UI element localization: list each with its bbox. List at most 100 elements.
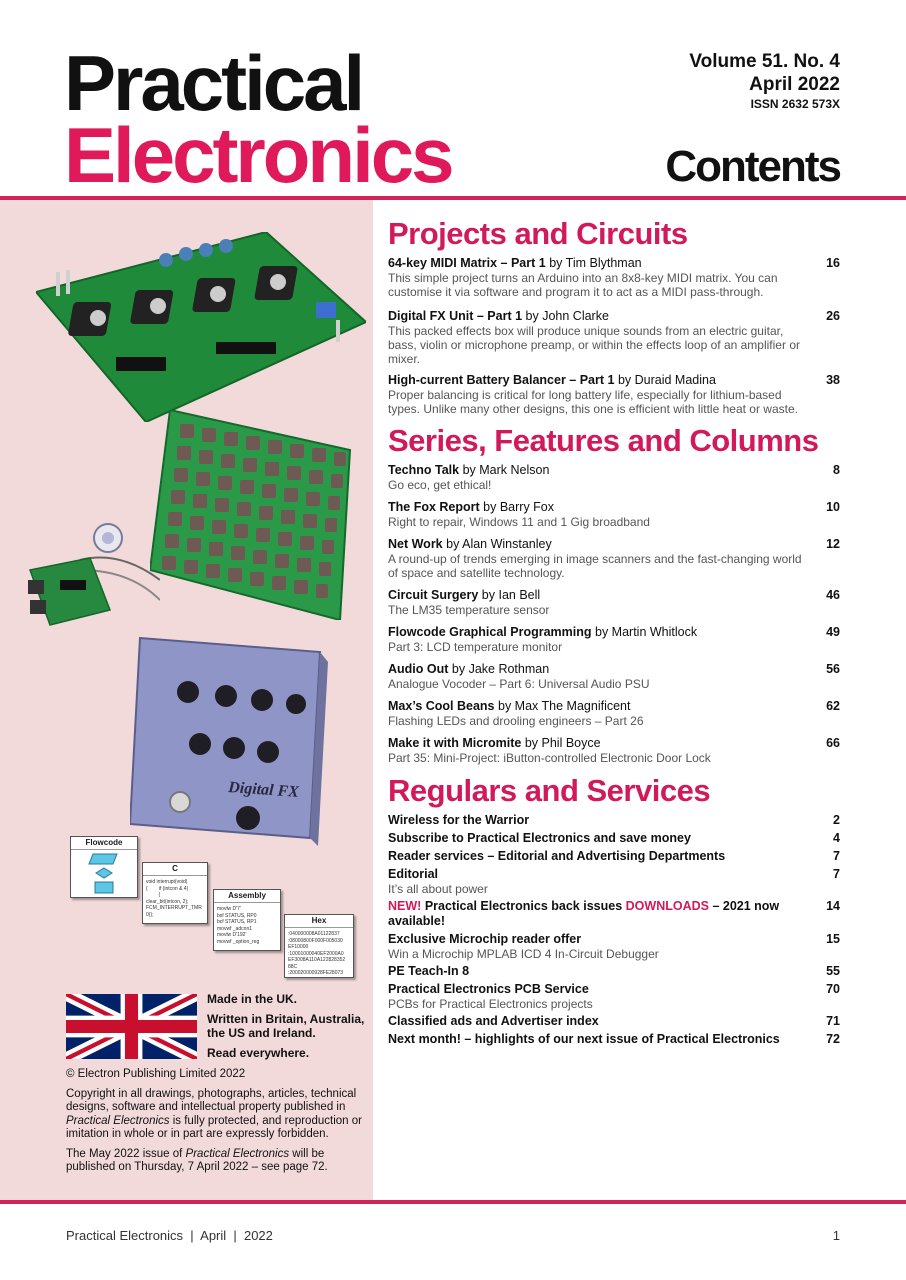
- entry-description: Go eco, get ethical!: [388, 478, 492, 492]
- entry-description: PCBs for Practical Electronics projects: [388, 997, 593, 1011]
- contents-panel: [373, 200, 906, 1200]
- entry-description: It’s all about power: [388, 882, 488, 896]
- issue-date: April 2022: [749, 74, 840, 95]
- entry-page-number: 49: [826, 625, 840, 639]
- entry-author: by Duraid Madina: [617, 373, 716, 387]
- entry-title: Circuit Surgery by Ian Bell: [388, 588, 541, 602]
- entry-title: Audio Out by Jake Rothman: [388, 662, 550, 676]
- entry-title: Next month! – highlights of our next iss…: [388, 1032, 780, 1046]
- issn: ISSN 2632 573X: [750, 97, 840, 111]
- entry-title: Flowcode Graphical Programming by Martin…: [388, 625, 698, 639]
- toc-entry[interactable]: NEW! Practical Electronics back issues D…: [388, 899, 840, 929]
- entry-title: Classified ads and Advertiser index: [388, 1014, 599, 1028]
- entry-page-number: 15: [826, 932, 840, 946]
- entry-title: Wireless for the Warrior: [388, 813, 530, 827]
- entry-page-number: 14: [826, 899, 840, 913]
- entry-page-number: 38: [826, 373, 840, 387]
- contents-title: Contents: [665, 142, 842, 191]
- entry-title: Net Work by Alan Winstanley: [388, 537, 552, 551]
- entry-page-number: 7: [833, 867, 840, 881]
- entry-page-number: 2: [833, 813, 840, 827]
- toc-entry[interactable]: Flowcode Graphical Programming by Martin…: [388, 625, 840, 654]
- entry-title: High-current Battery Balancer – Part 1 b…: [388, 373, 716, 387]
- entry-page-number: 72: [826, 1032, 840, 1046]
- entry-page-number: 12: [826, 537, 840, 551]
- toc-entry[interactable]: High-current Battery Balancer – Part 1 b…: [388, 373, 840, 416]
- table-of-contents: Projects and Circuits 64-key MIDI Matrix …: [388, 216, 840, 1050]
- made-in-line2: Written in Britain, Australia, the US an…: [207, 1012, 365, 1040]
- entry-author: by Martin Whitlock: [595, 625, 698, 639]
- entry-description: Part 3: LCD temperature monitor: [388, 640, 563, 654]
- entry-page-number: 26: [826, 309, 840, 323]
- c-code-box: C void interrupt(void) { if (intcon & 4)…: [142, 862, 208, 924]
- hex-label: Hex: [285, 915, 353, 928]
- section-heading: Projects and Circuits: [388, 216, 688, 251]
- entry-author: by Jake Rothman: [451, 662, 550, 676]
- c-code: void interrupt(void) { if (intcon & 4) {…: [146, 879, 202, 918]
- toc-entry[interactable]: Digital FX Unit – Part 1 by John Clarke 2…: [388, 309, 840, 366]
- hex-code: :040000008A01122837 :08000800F000F005030…: [288, 931, 346, 976]
- made-in-line3: Read everywhere.: [207, 1046, 310, 1060]
- flowcode-box: Flowcode: [70, 836, 138, 898]
- entry-page-number: 8: [833, 463, 840, 477]
- entry-page-number: 66: [826, 736, 840, 750]
- entry-author: by Max The Magnificent: [498, 699, 631, 713]
- entry-description: Proper balancing is critical for long ba…: [388, 388, 798, 416]
- assembly-label: Assembly: [214, 890, 280, 903]
- toc-entry[interactable]: Wireless for the Warrior 2: [388, 813, 840, 828]
- toc-entry[interactable]: Reader services – Editorial and Advertis…: [388, 849, 840, 864]
- copyright-text: Copyright in all drawings, photographs, …: [66, 1087, 362, 1141]
- entry-author: by Ian Bell: [481, 588, 541, 602]
- button-matrix-pcb-image: [150, 410, 352, 620]
- entry-title: Max’s Cool Beans by Max The Magnificent: [388, 699, 631, 713]
- entry-title: Practical Electronics PCB Service: [388, 982, 589, 996]
- entry-title: Reader services – Editorial and Advertis…: [388, 849, 726, 863]
- entry-description: Part 35: Mini-Project: iButton-controlle…: [388, 751, 711, 765]
- toc-entry[interactable]: 64-key MIDI Matrix – Part 1 by Tim Blyth…: [388, 256, 840, 299]
- entry-author: by John Clarke: [525, 309, 609, 323]
- entry-page-number: 56: [826, 662, 840, 676]
- assembly-code: movlw D'7' bsf STATUS, RP0 bcf STATUS, R…: [217, 906, 260, 945]
- masthead-practical: Practical: [64, 39, 365, 127]
- entry-page-number: 10: [826, 500, 840, 514]
- entry-title: Editorial: [388, 867, 439, 881]
- digital-fx-pedal-image: Digital FX: [130, 636, 328, 846]
- entry-page-number: 55: [826, 964, 840, 978]
- entry-author: by Alan Winstanley: [446, 537, 552, 551]
- entry-page-number: 71: [826, 1014, 840, 1028]
- masthead-electronics: Electronics: [64, 111, 455, 199]
- entry-title: Subscribe to Practical Electronics and s…: [388, 831, 691, 845]
- footer-page-number: 1: [832, 1228, 840, 1243]
- entry-description: The LM35 temperature sensor: [388, 603, 550, 617]
- toc-entry[interactable]: Next month! – highlights of our next iss…: [388, 1032, 840, 1047]
- toc-entry[interactable]: Max’s Cool Beans by Max The Magnificent 6…: [388, 699, 840, 728]
- entry-page-number: 16: [826, 256, 840, 270]
- issue-info: Volume 51. No. 4 April 2022 ISSN 2632 57…: [689, 50, 840, 112]
- midi-pcb-image: [36, 232, 366, 422]
- footer-publication: Practical Electronics | April | 2022: [66, 1228, 273, 1243]
- toc-entry[interactable]: Classified ads and Advertiser index 71: [388, 1014, 840, 1029]
- entry-page-number: 62: [826, 699, 840, 713]
- section-heading: Regulars and Services: [388, 773, 711, 808]
- entry-description: This packed effects box will produce uni…: [388, 324, 800, 366]
- toc-entry[interactable]: Subscribe to Practical Electronics and s…: [388, 831, 840, 846]
- entry-description: Right to repair, Windows 11 and 1 Gig br…: [388, 515, 650, 529]
- top-rule: [0, 196, 906, 200]
- entry-author: by Tim Blythman: [549, 256, 642, 270]
- pedal-label: Digital FX: [227, 779, 300, 801]
- entry-author: by Mark Nelson: [462, 463, 550, 477]
- entry-description: Win a Microchip MPLAB ICD 4 In-Circuit D…: [388, 947, 659, 961]
- arduino-board-image: [28, 523, 160, 626]
- entry-title: Digital FX Unit – Part 1 by John Clarke: [388, 309, 609, 323]
- new-badge: NEW!: [388, 899, 422, 913]
